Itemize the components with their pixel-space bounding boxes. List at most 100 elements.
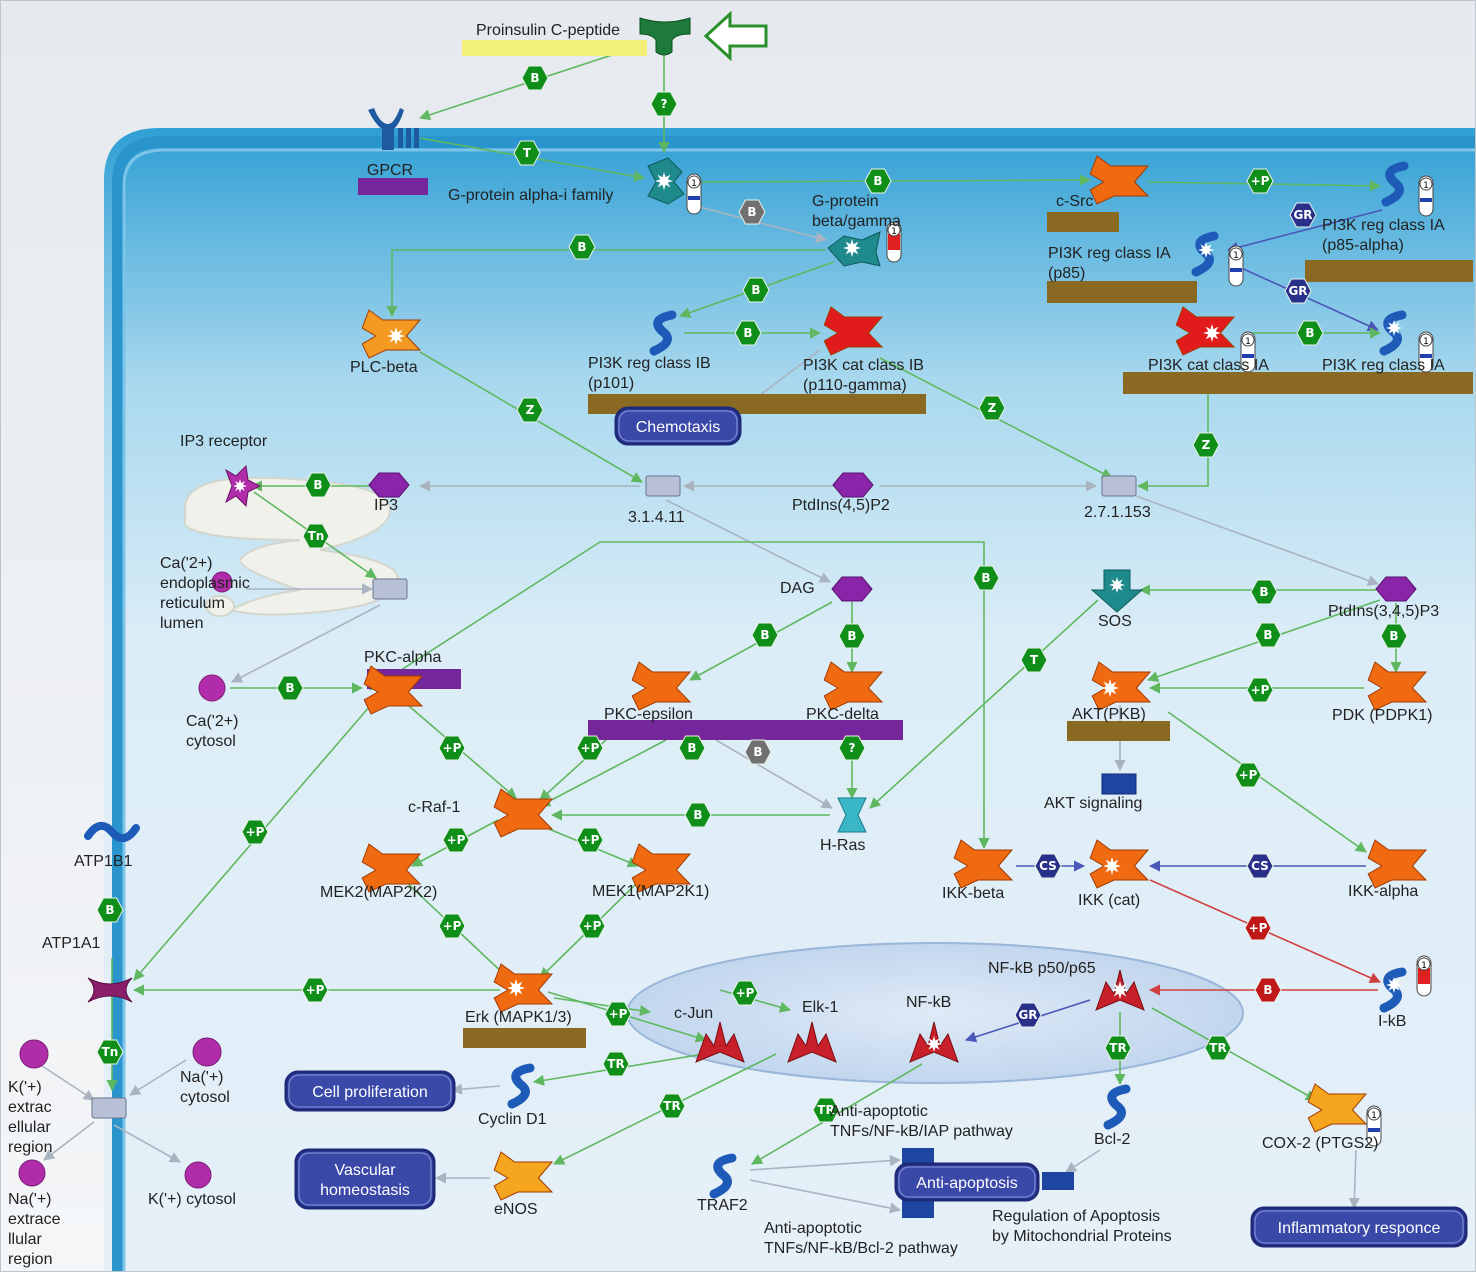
badge-transcription[interactable]: TR — [602, 1051, 630, 1077]
badge-phosphorylation[interactable]: +P — [731, 980, 759, 1006]
badge-transcription[interactable]: TR — [812, 1097, 840, 1123]
badge-complex_subunit[interactable]: CS — [1246, 853, 1274, 879]
ip3-receptor-node[interactable] — [225, 464, 262, 508]
badge-binding[interactable]: B — [568, 234, 596, 260]
badge-transformation[interactable]: T — [1020, 647, 1048, 673]
badge-phosphorylation[interactable]: +P — [576, 827, 604, 853]
badge-binding[interactable]: B — [678, 735, 706, 761]
badge-transport[interactable]: Tn — [302, 523, 330, 549]
ptdins45p2-node[interactable] — [832, 472, 874, 498]
k-extracellular-node[interactable] — [19, 1039, 49, 1069]
er-transport-node[interactable] — [372, 578, 408, 600]
badge-binding[interactable]: B — [521, 65, 549, 91]
badge-binding[interactable]: B — [1254, 622, 1282, 648]
badge-binding[interactable]: B — [1250, 579, 1278, 605]
badge-phosphorylation[interactable]: +P — [241, 819, 269, 845]
pdk-node[interactable] — [1367, 661, 1428, 711]
badge-transformation[interactable]: T — [513, 140, 541, 166]
process-chemotaxis-button[interactable]: Chemotaxis — [614, 406, 742, 446]
pi3k-cat-ia-node[interactable] — [1175, 306, 1236, 356]
badge-binding[interactable]: B — [1296, 320, 1324, 346]
k-cytosol-node[interactable] — [184, 1161, 212, 1189]
g-alpha-i-node[interactable] — [647, 157, 685, 205]
badge-binding[interactable]: B — [838, 623, 866, 649]
na-cytosol-node[interactable] — [192, 1037, 222, 1067]
badge-catalysis[interactable]: Z — [516, 397, 544, 423]
badge-phosphorylation[interactable]: +P — [1244, 915, 1272, 941]
badge-catalysis[interactable]: Z — [978, 395, 1006, 421]
badge-unknown[interactable]: ? — [838, 735, 866, 761]
badge-binding[interactable]: B — [276, 675, 304, 701]
badge-phosphorylation[interactable]: +P — [576, 735, 604, 761]
badge-binding[interactable]: B — [734, 320, 762, 346]
h-ras-node[interactable] — [837, 797, 867, 833]
pi3k-reg-ia-p85-node[interactable] — [1191, 231, 1219, 277]
c-src-node[interactable] — [1089, 155, 1150, 205]
badge-group_relation[interactable]: GR — [1284, 278, 1312, 304]
cox2-node[interactable] — [1307, 1083, 1368, 1133]
badge-binding[interactable]: B — [684, 802, 712, 828]
c-raf-node[interactable] — [493, 788, 554, 838]
badge-phosphorylation[interactable]: +P — [438, 913, 466, 939]
badge-phosphorylation[interactable]: +P — [1234, 762, 1262, 788]
mek2-node[interactable] — [361, 843, 422, 893]
mek1-node[interactable] — [631, 843, 692, 893]
badge-binding[interactable]: B — [972, 565, 1000, 591]
badge-catalysis[interactable]: Z — [1192, 432, 1220, 458]
atp1b1-node[interactable] — [84, 822, 140, 842]
pi3k-reg-ia-p85a-node[interactable] — [1381, 161, 1409, 207]
atp1a1-node[interactable] — [87, 977, 133, 1003]
badge-group_relation[interactable]: GR — [1014, 1002, 1042, 1028]
badge-phosphorylation[interactable]: +P — [1246, 677, 1274, 703]
gpcr-receptor-node[interactable] — [368, 108, 419, 150]
badge-binding[interactable]: B — [742, 277, 770, 303]
badge-complex_subunit[interactable]: CS — [1034, 853, 1062, 879]
enos-node[interactable] — [493, 1151, 554, 1201]
plc-beta-node[interactable] — [361, 309, 422, 359]
apoptosis-pathway-node[interactable] — [902, 1148, 1074, 1218]
c-jun-node[interactable] — [695, 1021, 745, 1063]
pkc-epsilon-node[interactable] — [631, 661, 692, 711]
ikk-beta-node[interactable] — [953, 839, 1014, 889]
g-beta-gamma-node[interactable] — [827, 231, 881, 267]
pkc-alpha-node[interactable] — [363, 665, 424, 715]
ca-er-node[interactable] — [211, 571, 233, 593]
process-inflammatory-button[interactable]: Inflammatory responce — [1250, 1206, 1468, 1248]
pkc-delta-node[interactable] — [823, 661, 884, 711]
badge-phosphorylation[interactable]: +P — [578, 913, 606, 939]
badge-binding[interactable]: B — [738, 199, 766, 225]
proinsulin-node[interactable] — [639, 17, 691, 56]
badge-phosphorylation[interactable]: +P — [604, 1001, 632, 1027]
ikk-alpha-node[interactable] — [1367, 839, 1428, 889]
badge-transcription[interactable]: TR — [658, 1093, 686, 1119]
pi3k-reg-ib-node[interactable] — [649, 310, 677, 356]
badge-binding[interactable]: B — [751, 622, 779, 648]
badge-binding[interactable]: B — [304, 472, 332, 498]
erk-node[interactable] — [493, 963, 554, 1013]
badge-unknown[interactable]: ? — [650, 91, 678, 117]
ip3-node[interactable] — [368, 472, 410, 498]
pi3k-reg-ia-b-node[interactable] — [1379, 310, 1407, 356]
badge-phosphorylation[interactable]: +P — [1246, 168, 1274, 194]
badge-binding[interactable]: B — [1254, 977, 1282, 1003]
badge-phosphorylation[interactable]: +P — [442, 827, 470, 853]
akt-node[interactable] — [1091, 661, 1152, 711]
dag-node[interactable] — [831, 576, 873, 602]
ca-cytosol-node[interactable] — [198, 674, 226, 702]
ikb-node[interactable] — [1379, 967, 1407, 1013]
akt-signaling-node[interactable] — [1101, 773, 1137, 795]
na-extracellular-node[interactable] — [18, 1159, 46, 1187]
nfkb-p50p65-node[interactable] — [1095, 969, 1145, 1011]
badge-transcription[interactable]: TR — [1204, 1035, 1232, 1061]
badge-phosphorylation[interactable]: +P — [438, 735, 466, 761]
ikk-cat-node[interactable] — [1089, 839, 1150, 889]
badge-group_relation[interactable]: GR — [1289, 202, 1317, 228]
enzyme-2-7-1-153-node[interactable] — [1101, 475, 1137, 497]
badge-binding[interactable]: B — [96, 897, 124, 923]
process-anti-apoptosis-button[interactable]: Anti-apoptosis — [894, 1162, 1040, 1202]
badge-binding[interactable]: B — [1380, 623, 1408, 649]
badge-transcription[interactable]: TR — [1104, 1035, 1132, 1061]
sos-node[interactable] — [1090, 569, 1144, 613]
nfkb-node[interactable] — [909, 1021, 959, 1063]
